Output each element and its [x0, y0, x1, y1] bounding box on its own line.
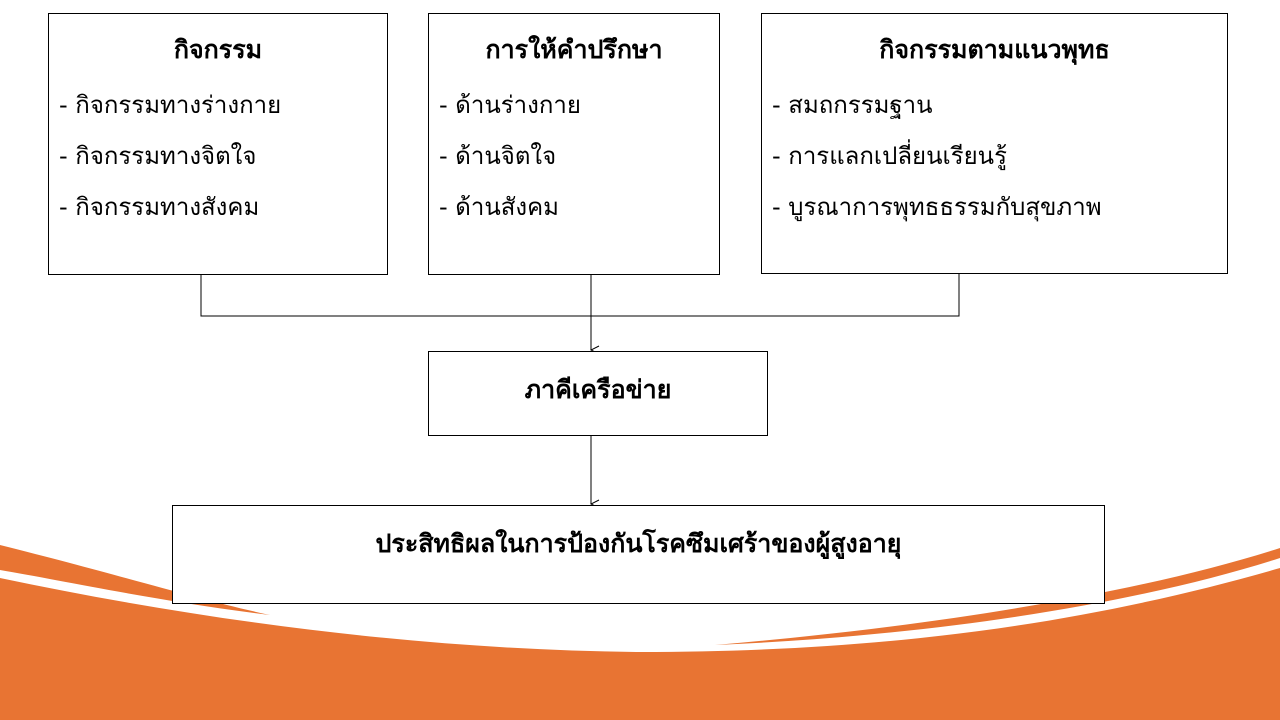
activities-box: กิจกรรม - กิจกรรมทางร่างกาย - กิจกรรมทาง…	[48, 13, 388, 275]
box-title: กิจกรรมตามแนวพุทธ	[879, 35, 1110, 64]
box-title: การให้คำปรึกษา	[485, 35, 663, 64]
list-item: - สมถกรรมฐาน	[772, 91, 933, 119]
list-item: - กิจกรรมทางร่างกาย	[59, 91, 282, 119]
box-title: กิจกรรม	[173, 35, 263, 64]
list-item: - ด้านร่างกาย	[439, 91, 581, 119]
list-item: - ด้านจิตใจ	[439, 142, 557, 170]
outcome-title: ประสิทธิผลในการป้องกันโรคซึมเศร้าของผู้ส…	[375, 529, 902, 558]
list-item: - การแลกเปลี่ยนเรียนรู้	[772, 142, 1007, 170]
list-item: - บูรณาการพุทธธรรมกับสุขภาพ	[772, 193, 1102, 221]
buddhist-activities-box: กิจกรรมตามแนวพุทธ - สมถกรรมฐาน - การแลกเ…	[761, 13, 1228, 274]
counseling-box: การให้คำปรึกษา - ด้านร่างกาย - ด้านจิตใจ…	[428, 13, 720, 275]
network-title: ภาคีเครือข่าย	[524, 375, 672, 404]
outcome-box: ประสิทธิผลในการป้องกันโรคซึมเศร้าของผู้ส…	[172, 505, 1105, 604]
network-box: ภาคีเครือข่าย	[428, 351, 768, 436]
list-item: - กิจกรรมทางจิตใจ	[59, 142, 257, 170]
list-item: - กิจกรรมทางสังคม	[59, 193, 260, 221]
list-item: - ด้านสังคม	[439, 193, 559, 221]
